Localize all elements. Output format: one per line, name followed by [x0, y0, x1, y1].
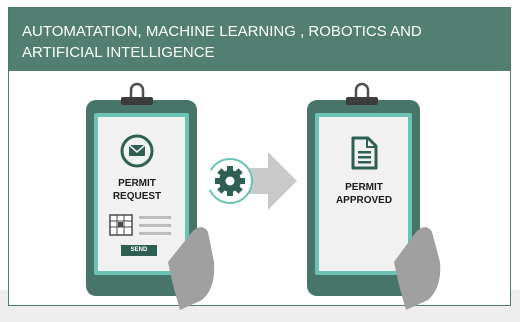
left-hand	[168, 227, 215, 310]
right-clip-bar	[346, 97, 378, 105]
permit-approved-label: PERMIT APPROVED	[324, 181, 404, 207]
permit-request-text: PERMIT REQUEST	[112, 178, 162, 202]
right-screen	[319, 117, 408, 271]
document-icon	[351, 136, 378, 170]
right-hand	[394, 227, 441, 310]
send-button-bg	[121, 245, 157, 256]
envelope-icon	[120, 134, 154, 168]
permit-request-label: PERMIT REQUEST	[101, 177, 173, 203]
form-text-lines	[139, 216, 171, 235]
send-button: SEND	[130, 247, 148, 253]
header-title: AUTOMATATION, MACHINE LEARNING , ROBOTIC…	[22, 23, 422, 61]
process-arrow	[233, 152, 297, 210]
arrow-right-icon	[233, 152, 297, 210]
left-tablet	[86, 82, 215, 310]
header-banner: AUTOMATATION, MACHINE LEARNING , ROBOTIC…	[9, 8, 510, 71]
left-clip-bar	[121, 97, 153, 105]
permit-approved-text: PERMIT APPROVED	[335, 182, 393, 206]
gear-icon	[207, 158, 253, 204]
right-tablet	[307, 82, 441, 310]
form-grid-icon	[109, 214, 133, 236]
